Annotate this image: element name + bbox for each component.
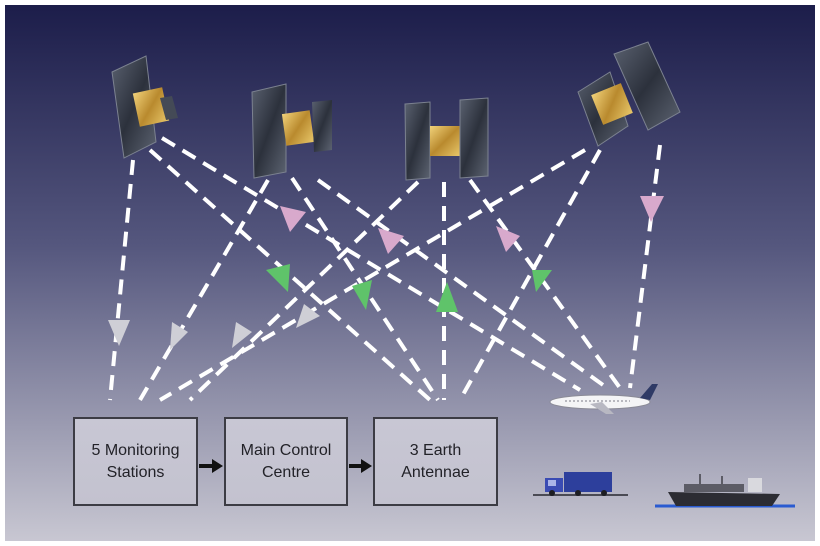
satellite-icon (577, 41, 681, 147)
ship-icon (655, 474, 795, 508)
satellite-icon (251, 83, 332, 179)
pink-arrow (280, 206, 306, 232)
truck-icon (533, 472, 628, 496)
green-arrow (436, 282, 458, 312)
pink-arrow (640, 196, 664, 222)
signal-arrows (108, 196, 664, 350)
satellite-icon (111, 55, 178, 159)
airplane-icon (549, 384, 658, 414)
pink-arrow (496, 226, 520, 252)
gray-arrow (170, 322, 188, 350)
monitoring-stations-box: 5 Monitoring Stations (73, 417, 198, 506)
gray-arrow (296, 304, 320, 328)
gray-arrow (108, 320, 130, 346)
flow-arrows (199, 459, 372, 473)
satellite-icon (404, 97, 489, 181)
monitoring-stations-label: 5 Monitoring Stations (91, 441, 180, 481)
green-arrow (352, 280, 372, 310)
green-arrow (532, 270, 552, 292)
earth-antennae-label: 3 Earth Antennae (401, 441, 470, 481)
main-control-centre-box: Main Control Centre (224, 417, 348, 506)
green-arrow (266, 264, 290, 292)
gray-arrow (232, 322, 252, 348)
pink-arrow (378, 228, 404, 254)
earth-antennae-box: 3 Earth Antennae (373, 417, 498, 506)
main-control-centre-label: Main Control Centre (240, 441, 332, 481)
